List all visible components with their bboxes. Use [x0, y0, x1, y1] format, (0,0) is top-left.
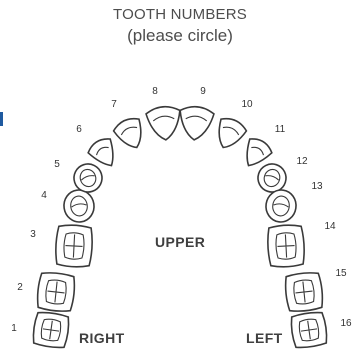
tooth-number-14: 14	[324, 221, 336, 232]
tooth-number-10: 10	[241, 99, 253, 110]
tooth-number-8: 8	[152, 86, 158, 97]
tooth-number-7: 7	[111, 99, 117, 110]
tooth-9[interactable]	[177, 105, 214, 142]
tooth-15[interactable]	[284, 271, 324, 312]
tooth-number-3: 3	[30, 229, 36, 240]
tooth-7[interactable]	[112, 115, 150, 154]
tooth-3[interactable]	[55, 224, 93, 267]
tooth-number-4: 4	[41, 190, 47, 201]
tooth-number-13: 13	[311, 181, 323, 192]
tooth-number-12: 12	[296, 156, 308, 167]
tooth-number-9: 9	[200, 86, 206, 97]
tooth-14[interactable]	[267, 224, 305, 267]
tooth-number-11: 11	[275, 124, 286, 135]
left-side-label: LEFT	[246, 330, 283, 346]
tooth-number-6: 6	[76, 124, 82, 135]
upper-arch-label: UPPER	[155, 234, 205, 250]
tooth-number-16: 16	[340, 318, 352, 329]
tooth-number-5: 5	[54, 159, 60, 170]
tooth-13[interactable]	[264, 188, 298, 224]
tooth-10[interactable]	[211, 115, 249, 154]
tooth-1[interactable]	[32, 311, 71, 349]
tooth-4[interactable]	[62, 188, 96, 224]
tooth-number-15: 15	[335, 268, 347, 279]
tooth-8[interactable]	[145, 105, 182, 142]
tooth-number-2: 2	[17, 282, 23, 293]
tooth-number-1: 1	[11, 323, 17, 334]
right-side-label: RIGHT	[79, 330, 125, 346]
tooth-2[interactable]	[36, 271, 76, 312]
tooth-16[interactable]	[290, 311, 329, 349]
